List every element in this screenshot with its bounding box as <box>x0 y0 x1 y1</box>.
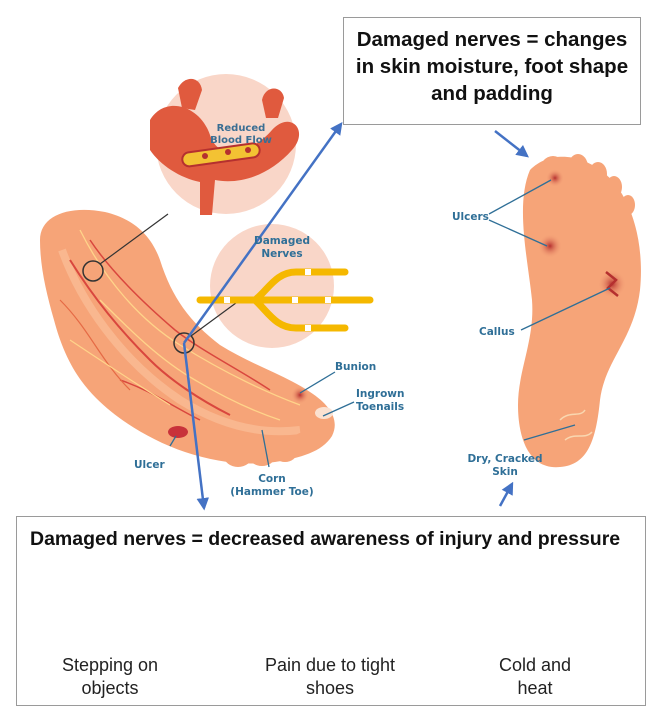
damaged-nerves-label-2: Nerves <box>261 248 302 260</box>
dry-skin-label-1: Dry, Cracked <box>467 453 542 465</box>
caption-tight-shoes: Pain due to tight shoes <box>264 655 396 698</box>
ingrown-label-1: Ingrown <box>356 388 404 400</box>
corn-label-1: Corn <box>258 473 286 485</box>
heel-ulcer-mark <box>168 426 188 438</box>
right-foot-sole <box>518 154 641 468</box>
ulcer-label: Ulcer <box>134 459 165 471</box>
top-callout-box: Damaged nerves = changes in skin moistur… <box>343 17 641 125</box>
bottom-callout-title: Damaged nerves = decreased awareness of … <box>30 528 621 550</box>
reduced-blood-flow-label-2: Blood Flow <box>210 135 272 146</box>
ingrown-label-2: Toenails <box>356 401 404 413</box>
top-callout-text: Damaged nerves = changes in skin moistur… <box>355 28 629 105</box>
damaged-nerves-label-1: Damaged <box>254 235 310 247</box>
caption-cold-and-heat: Cold and heat <box>498 655 572 698</box>
blood-vessel <box>150 78 300 215</box>
reduced-blood-flow-label-1: Reduced <box>217 123 266 134</box>
dry-skin-label-2: Skin <box>492 466 518 478</box>
caption-stepping-on-objects: Stepping on objects <box>61 655 159 698</box>
ulcers-label: Ulcers <box>452 211 489 223</box>
corn-label-2: (Hammer Toe) <box>230 486 313 498</box>
bottom-callout-box: Damaged nerves = decreased awareness of … <box>16 516 646 706</box>
callus-label: Callus <box>479 326 515 338</box>
bunion-label: Bunion <box>335 361 376 373</box>
blood-zoom-circle <box>82 260 104 282</box>
